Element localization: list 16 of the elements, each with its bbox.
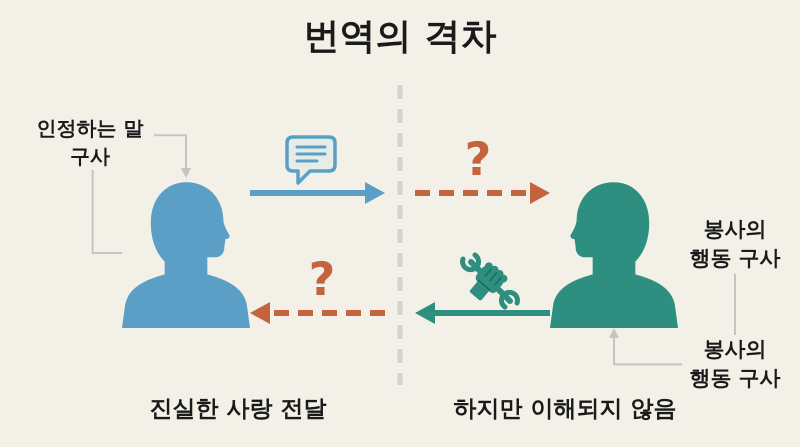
callout-text: 봉사의 행동 구사	[682, 215, 788, 274]
statement-text: 진실한 사랑 전달	[150, 396, 326, 424]
question-mark: ?	[308, 252, 336, 308]
callout-text: 인정하는 말 구사	[26, 114, 154, 170]
leader-arrow	[154, 134, 191, 178]
callout-text: 봉사의 행동 구사	[682, 335, 788, 394]
dashed-arrow	[415, 182, 550, 204]
dashed-arrow	[250, 302, 385, 324]
diagram-title: 번역의 격차	[304, 15, 496, 59]
arrow	[415, 302, 550, 324]
leader-line	[92, 170, 122, 254]
statement-text: 하지만 이해되지 않음	[454, 396, 676, 424]
arrow	[250, 182, 385, 204]
leader-arrow	[609, 328, 682, 366]
question-mark: ?	[464, 132, 492, 188]
leader-line	[734, 274, 736, 335]
